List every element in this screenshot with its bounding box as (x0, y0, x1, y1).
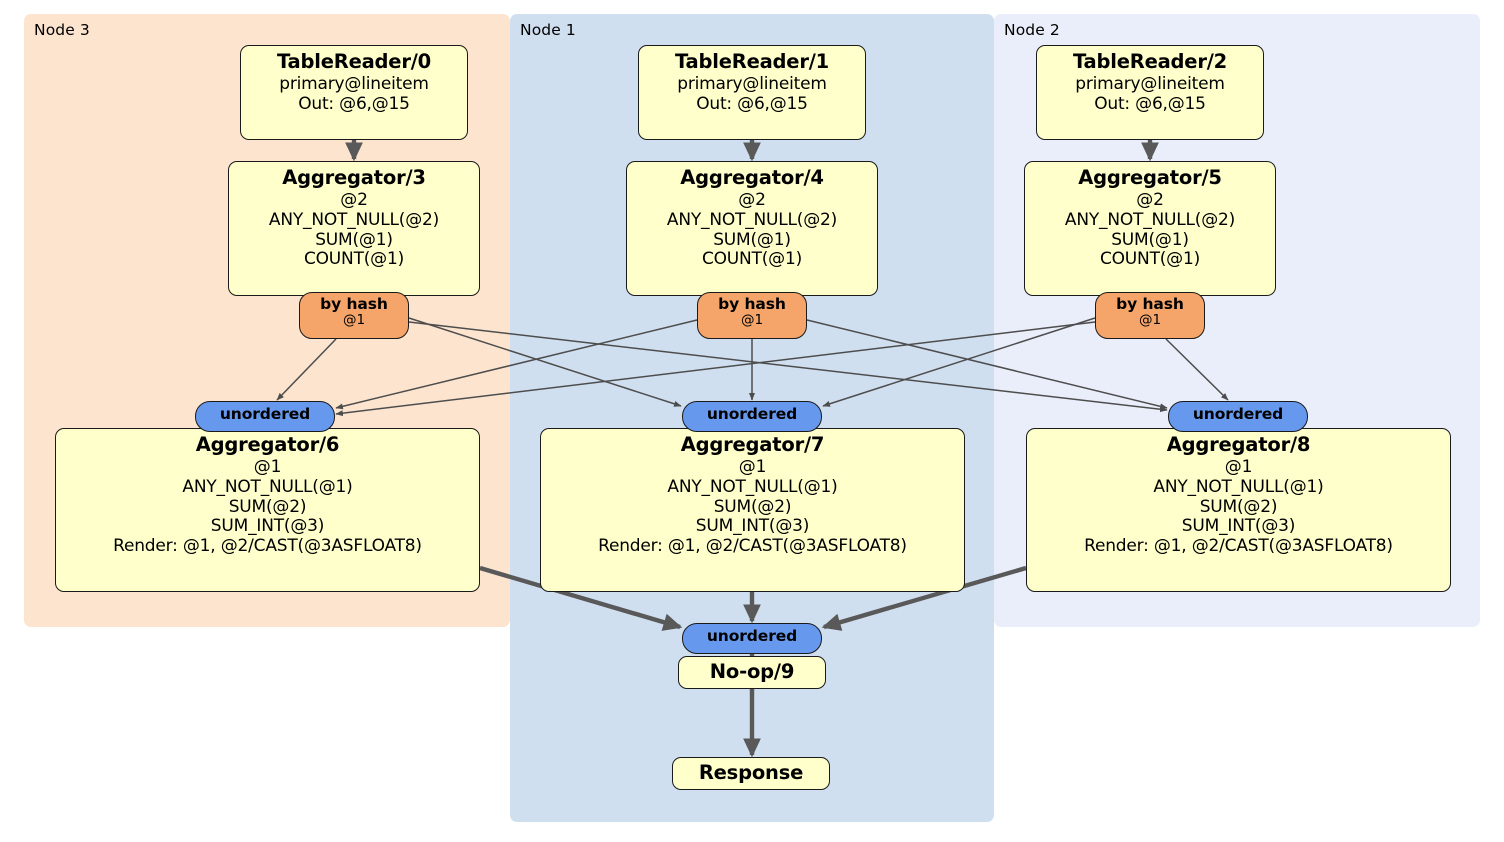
hash-router-hash4[interactable]: by hash@1 (697, 292, 807, 339)
processor-detail: @1 (738, 456, 767, 477)
router-label: unordered (1192, 405, 1284, 423)
router-label: by hash (718, 295, 786, 313)
router-label: unordered (219, 405, 311, 423)
hash-router-hash5[interactable]: by hash@1 (1095, 292, 1205, 339)
processor-detail: Out: @6,@15 (1094, 93, 1206, 114)
processor-title: No-op/9 (709, 660, 795, 683)
processor-title: Aggregator/5 (1078, 166, 1222, 189)
processor-detail: COUNT(@1) (701, 249, 803, 270)
router-label: by hash (1116, 295, 1184, 313)
processor-detail: @1 (1224, 456, 1253, 477)
processor-detail: SUM(@1) (315, 229, 393, 250)
processor-title: TableReader/0 (276, 50, 432, 73)
processor-detail: SUM_INT(@3) (695, 516, 810, 537)
processor-detail: SUM(@1) (713, 229, 791, 250)
processor-detail: @1 (253, 456, 282, 477)
processor-detail: Render: @1, @2/CAST(@3ASFLOAT8) (113, 536, 422, 557)
router-sublabel: @1 (342, 312, 366, 329)
processor-detail: SUM(@1) (1111, 229, 1189, 250)
processor-detail: SUM(@2) (1199, 496, 1278, 517)
processor-detail: @2 (340, 189, 368, 210)
router-sublabel: @1 (740, 312, 764, 329)
processor-detail: Render: @1, @2/CAST(@3ASFLOAT8) (598, 536, 907, 557)
processor-detail: SUM_INT(@3) (210, 516, 325, 537)
cluster-label-node1: Node 1 (520, 21, 576, 39)
processor-title: Response (698, 761, 804, 784)
processor-title: TableReader/1 (674, 50, 830, 73)
processor-detail: primary@lineitem (677, 73, 827, 94)
processor-detail: SUM_INT(@3) (1181, 516, 1296, 537)
processor-detail: ANY_NOT_NULL(@1) (182, 476, 353, 497)
processor-detail: COUNT(@1) (1099, 249, 1201, 270)
processor-detail: ANY_NOT_NULL(@2) (268, 209, 440, 230)
processor-detail: Out: @6,@15 (298, 93, 410, 114)
processor-detail: COUNT(@1) (303, 249, 405, 270)
processor-detail: Out: @6,@15 (696, 93, 808, 114)
processor-title: Aggregator/3 (282, 166, 426, 189)
cluster-label-node3: Node 3 (34, 21, 90, 39)
processor-response[interactable]: Response (672, 757, 830, 790)
processor-title: Aggregator/7 (680, 433, 825, 456)
processor-detail: @2 (738, 189, 766, 210)
processor-title: Aggregator/4 (680, 166, 824, 189)
processor-title: Aggregator/6 (195, 433, 340, 456)
processor-detail: @2 (1136, 189, 1164, 210)
synchronizer-sync6[interactable]: unordered (195, 401, 335, 432)
processor-detail: SUM(@2) (713, 496, 792, 517)
processor-noop9[interactable]: No-op/9 (678, 656, 826, 689)
processor-title: Aggregator/8 (1166, 433, 1311, 456)
router-label: unordered (706, 627, 798, 645)
processor-detail: primary@lineitem (1075, 73, 1225, 94)
processor-title: TableReader/2 (1072, 50, 1228, 73)
processor-detail: ANY_NOT_NULL(@2) (1064, 209, 1236, 230)
synchronizer-sync9[interactable]: unordered (682, 623, 822, 654)
cluster-label-node2: Node 2 (1004, 21, 1060, 39)
hash-router-hash3[interactable]: by hash@1 (299, 292, 409, 339)
router-label: by hash (320, 295, 388, 313)
processor-detail: ANY_NOT_NULL(@2) (666, 209, 838, 230)
router-sublabel: @1 (1138, 312, 1162, 329)
processor-detail: primary@lineitem (279, 73, 429, 94)
router-label: unordered (706, 405, 798, 423)
processor-detail: SUM(@2) (228, 496, 307, 517)
processor-detail: ANY_NOT_NULL(@1) (1153, 476, 1324, 497)
synchronizer-sync8[interactable]: unordered (1168, 401, 1308, 432)
synchronizer-sync7[interactable]: unordered (682, 401, 822, 432)
processor-detail: ANY_NOT_NULL(@1) (667, 476, 838, 497)
processor-detail: Render: @1, @2/CAST(@3ASFLOAT8) (1084, 536, 1393, 557)
